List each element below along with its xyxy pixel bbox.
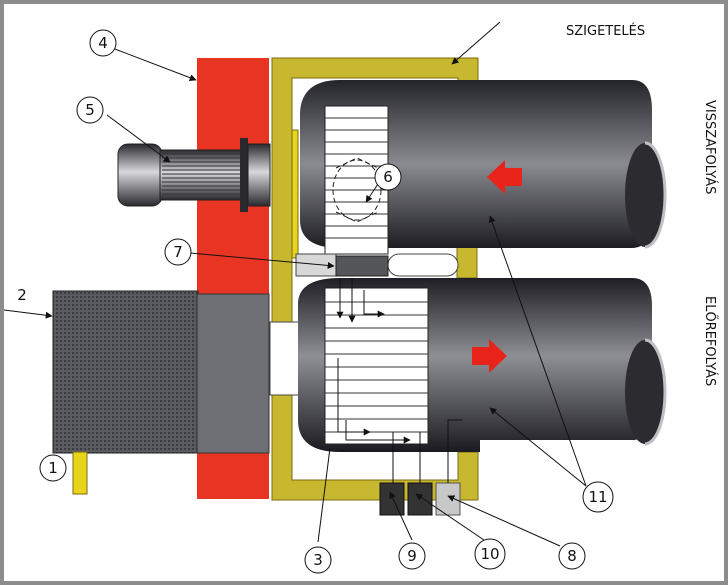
insulation-label: SZIGETELÉS: [566, 23, 645, 39]
supply-pipe-end-rim: [644, 338, 667, 446]
callouts: 1 2 3 4 5 6 7 8 9 10 11: [17, 29, 614, 574]
return-flow-label: VISSZAFOLYÁS: [702, 100, 718, 194]
pipe-connector: [387, 253, 459, 277]
callout-2: 2: [17, 286, 27, 304]
feed-channel: [196, 293, 270, 454]
callout-10: 10: [474, 538, 506, 570]
svg-text:9: 9: [407, 547, 417, 565]
svg-text:10: 10: [480, 545, 499, 563]
sensor-9: [379, 482, 405, 516]
callout-9: 9: [398, 542, 426, 570]
callout-3: 3: [304, 546, 332, 574]
feed-rod: [72, 451, 88, 495]
svg-text:3: 3: [313, 551, 323, 569]
sensor-leads: [392, 419, 462, 483]
sensor-10: [407, 482, 433, 516]
return-pipe-end-rim: [644, 141, 667, 249]
supply-flow-label: ELŐREFOLYÁS: [702, 296, 718, 386]
return-flow-arrow: [487, 160, 522, 194]
supply-flow-arrow: [472, 339, 507, 373]
callout-11: 11: [582, 481, 614, 513]
callout-4: 4: [89, 29, 117, 57]
return-pipe-end: [625, 143, 665, 247]
motor: [117, 138, 271, 212]
heat-sensor-light: [295, 253, 337, 277]
callout-6: 6: [374, 163, 402, 191]
heat-sensor-dark: [335, 255, 389, 277]
supply-pipe-end: [625, 340, 665, 444]
callout-1: 1: [39, 454, 67, 482]
svg-text:11: 11: [588, 488, 607, 506]
svg-text:7: 7: [173, 243, 183, 261]
fuel-feed-grate: [52, 290, 199, 454]
fan-outline: [332, 157, 382, 223]
callout-8: 8: [558, 542, 586, 570]
svg-text:2: 2: [17, 286, 27, 304]
svg-text:1: 1: [48, 459, 58, 477]
svg-text:8: 8: [567, 547, 577, 565]
leader-lines: [3, 21, 587, 547]
svg-text:6: 6: [383, 168, 393, 186]
callout-5: 5: [76, 96, 104, 124]
svg-text:5: 5: [85, 101, 95, 119]
inner-vertical-plate: [291, 129, 299, 259]
svg-text:4: 4: [98, 34, 108, 52]
callout-7: 7: [164, 238, 192, 266]
flow-arrows: [336, 278, 411, 444]
